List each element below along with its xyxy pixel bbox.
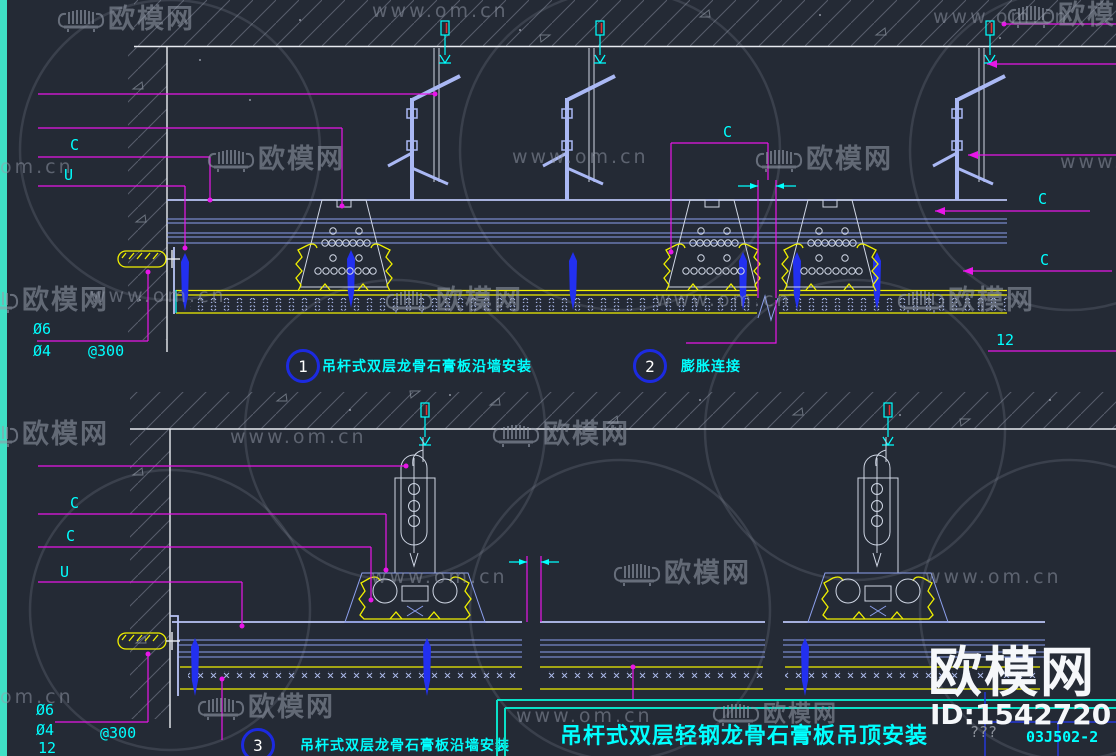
drawing-title: 吊杆式双层轻钢龙骨石膏板吊顶安装 xyxy=(560,723,928,749)
label-u: U xyxy=(60,563,69,581)
label-dia6: Ø6 xyxy=(36,701,54,719)
watermark-url: www.om.cn xyxy=(372,0,509,22)
watermark-brand: 欧模网 xyxy=(948,285,1035,316)
label-c: C xyxy=(723,123,732,141)
watermark-url: www.om.cn xyxy=(1060,151,1116,173)
watermark-brand: 欧模网 xyxy=(248,692,335,723)
watermark-url: www.om.cn xyxy=(371,566,508,588)
site-overlay: 欧模网 ID:1542720 xyxy=(928,641,1111,731)
watermark-brand: 欧模网 xyxy=(108,4,195,35)
detail-number-3: 3 xyxy=(253,736,263,755)
watermark-url-partial: om.cn xyxy=(0,156,74,178)
wall-anchor-bottom xyxy=(117,632,180,650)
detail-circle-2 xyxy=(633,349,667,383)
label-12: 12 xyxy=(38,739,56,756)
site-brand: 欧模网 xyxy=(928,641,1096,704)
watermark-url: www.om.cn xyxy=(925,566,1062,588)
watermark-brand: 欧模网 xyxy=(664,558,751,589)
detail-number-1: 1 xyxy=(298,357,308,376)
detail-caption-2: 膨胀连接 xyxy=(681,358,741,375)
label-c: C xyxy=(1038,190,1047,208)
label-u: U xyxy=(64,166,73,184)
watermark-brand: 欧模网 xyxy=(22,285,109,316)
watermark-brand: 欧模网 xyxy=(1058,0,1116,31)
left-edge-strip xyxy=(0,0,7,756)
wall-bottom-left xyxy=(130,429,171,728)
watermark-url: www.om.cn xyxy=(933,6,1070,28)
watermarks: 欧模网 欧模网 欧模网 欧模网 欧模网 欧模网 欧模网 欧模网 欧模网 欧模网 … xyxy=(0,0,1116,728)
watermark-brand: 欧模网 xyxy=(543,419,630,450)
dimension-labels: C U Ø6 Ø4 @300 C C C 12 C C U Ø6 Ø4 12 @… xyxy=(33,123,1049,756)
detail-callout-2: 2 膨胀连接 xyxy=(633,349,741,383)
label-c: C xyxy=(1040,251,1049,269)
wall-anchor-top xyxy=(117,250,180,268)
watermark-brand: 欧模网 xyxy=(258,144,345,175)
label-12: 12 xyxy=(996,331,1014,349)
drawing-code: 03J502-2 xyxy=(1026,728,1098,746)
concrete-slab-top xyxy=(134,0,1116,48)
label-c: C xyxy=(70,494,79,512)
expansion-joint-top xyxy=(738,180,796,322)
title-block-note: ??? xyxy=(970,723,997,741)
detail-caption-1: 吊杆式双层龙骨石膏板沿墙安装 xyxy=(322,358,532,375)
watermark-url-partial: om.cn xyxy=(0,686,74,708)
detail-caption-3: 吊杆式双层龙骨石膏板沿墙安装 xyxy=(300,737,510,754)
leader-lines-top xyxy=(37,21,1116,352)
watermark-url: www.om.cn xyxy=(516,705,653,727)
label-c: C xyxy=(66,527,75,545)
expansion-joint-bottom xyxy=(509,556,559,622)
watermark-url: www.om.cn xyxy=(90,285,227,307)
label-spacing: @300 xyxy=(100,724,136,742)
title-block: 吊杆式双层轻钢龙骨石膏板吊顶安装 ??? 03J502-2 xyxy=(496,692,1116,756)
leader-lines-bottom xyxy=(38,463,636,740)
watermark-url: www.om.cn xyxy=(512,146,649,168)
label-spacing: @300 xyxy=(88,342,124,360)
detail-circle-1 xyxy=(286,349,320,383)
label-dia6: Ø6 xyxy=(33,320,51,338)
detail-callout-1: 1 吊杆式双层龙骨石膏板沿墙安装 xyxy=(286,349,532,383)
watermark-brand: 欧模网 xyxy=(436,285,523,316)
label-dia4: Ø4 xyxy=(36,721,54,739)
top-ceiling-assembly xyxy=(117,21,1007,322)
label-c: C xyxy=(70,136,79,154)
concrete-slab-bottom xyxy=(130,392,1116,430)
concrete-hatch-symbols xyxy=(132,9,1051,644)
detail-callout-3: 3 吊杆式双层龙骨石膏板沿墙安装 xyxy=(241,728,510,756)
label-dia4: Ø4 xyxy=(33,342,51,360)
bottom-ceiling-assembly xyxy=(117,403,1045,696)
detail-number-2: 2 xyxy=(645,357,655,376)
detail-circle-3 xyxy=(241,728,275,756)
watermark-brand: 欧模网 xyxy=(22,419,109,450)
watermark-url: www.om.cn xyxy=(230,426,367,448)
watermark-url: www.om.cn xyxy=(655,289,792,311)
site-id: ID:1542720 xyxy=(930,698,1111,731)
watermark-brand: 欧模网 xyxy=(763,701,838,727)
watermark-brand: 欧模网 xyxy=(806,144,893,175)
